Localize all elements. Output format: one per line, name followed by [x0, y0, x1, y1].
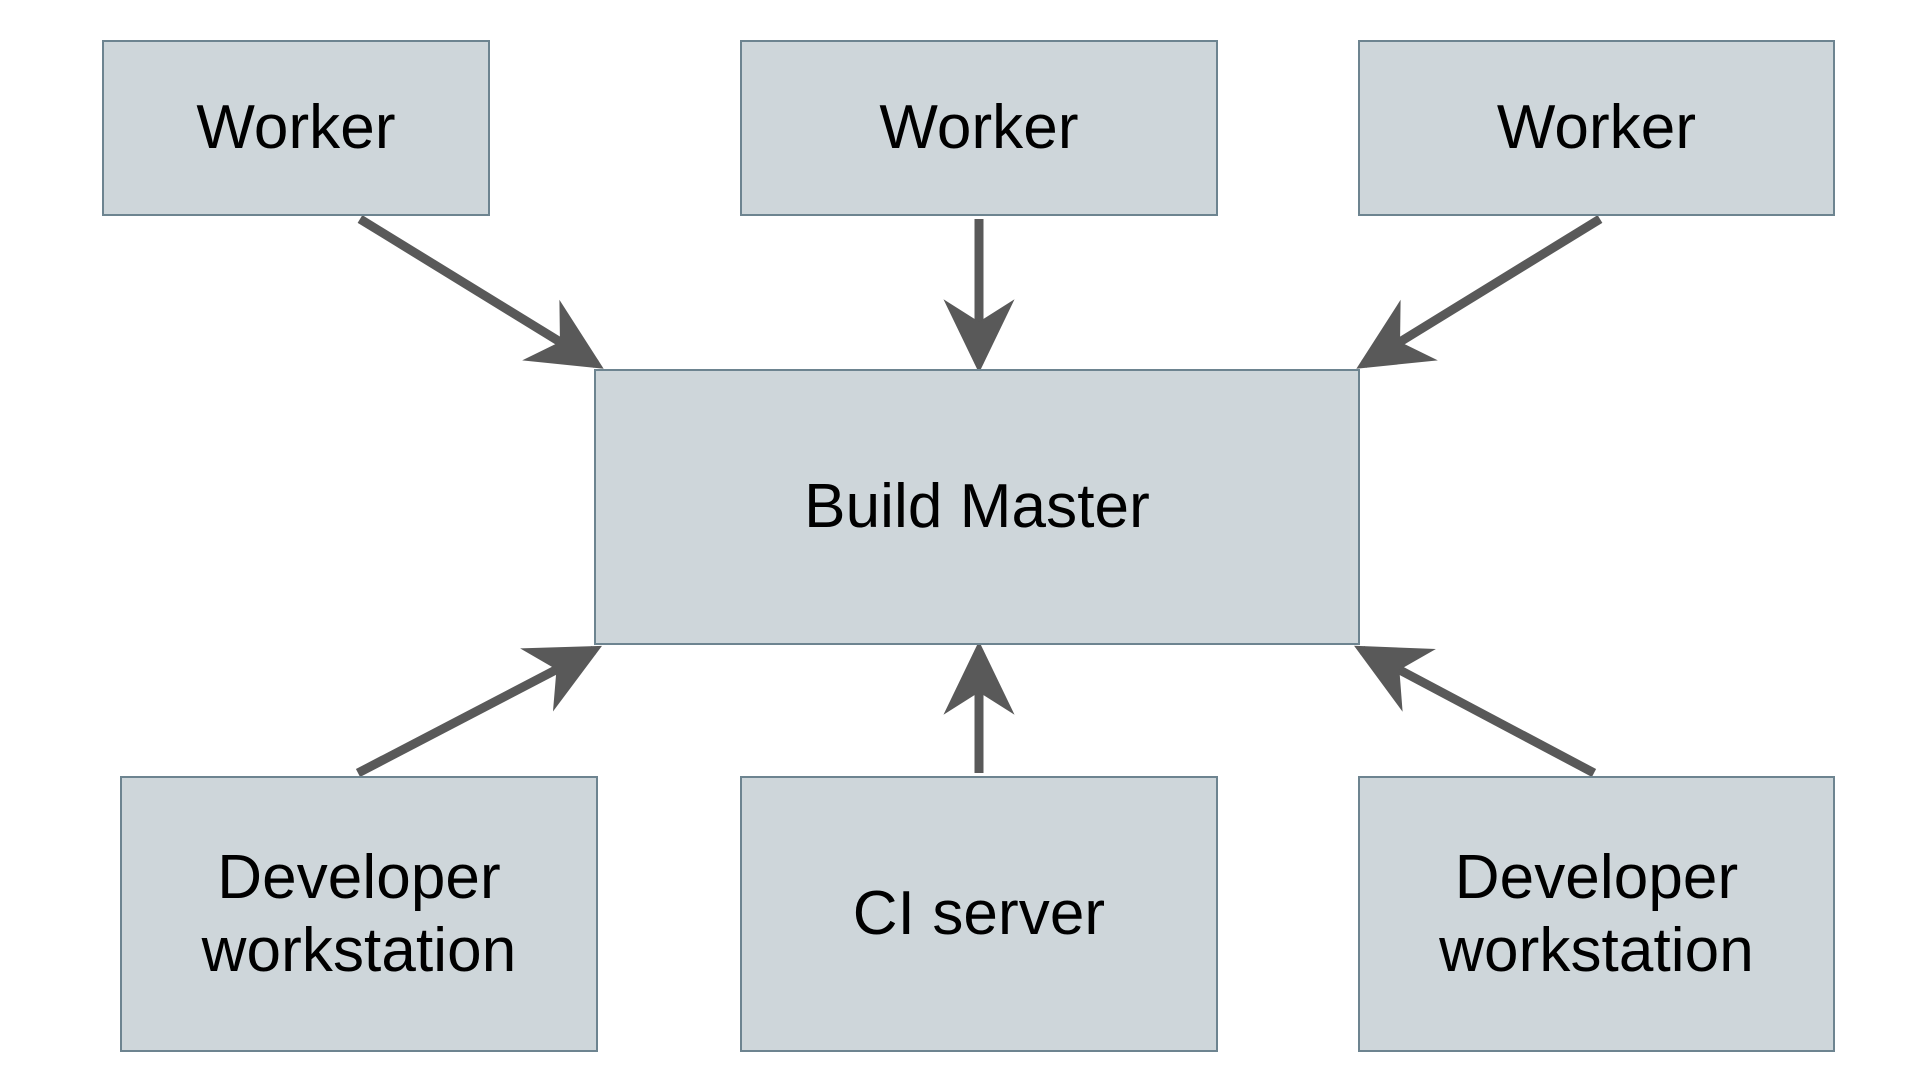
node-developer-workstation-1-label: Developer workstation: [201, 842, 517, 985]
edge-worker-3-to-build-master: [1356, 215, 1603, 369]
node-worker-1-label: Worker: [196, 93, 396, 163]
edge-dev-workstation-1-to-build-master: [355, 645, 602, 777]
node-ci-server-label: CI server: [852, 879, 1106, 949]
node-worker-1[interactable]: Worker: [102, 40, 490, 216]
node-developer-workstation-2-label: Developer workstation: [1439, 842, 1754, 985]
edge-dev-workstation-2-to-build-master: [1354, 645, 1597, 777]
node-worker-2[interactable]: Worker: [740, 40, 1218, 216]
node-build-master-label: Build Master: [804, 472, 1150, 542]
node-worker-3-label: Worker: [1496, 93, 1697, 163]
node-build-master[interactable]: Build Master: [594, 369, 1360, 645]
edge-worker-1-to-build-master: [357, 215, 604, 369]
node-developer-workstation-2[interactable]: Developer workstation: [1358, 776, 1835, 1052]
node-worker-3[interactable]: Worker: [1358, 40, 1835, 216]
node-worker-2-label: Worker: [879, 93, 1079, 163]
node-ci-server[interactable]: CI server: [740, 776, 1218, 1052]
node-developer-workstation-1[interactable]: Developer workstation: [120, 776, 598, 1052]
